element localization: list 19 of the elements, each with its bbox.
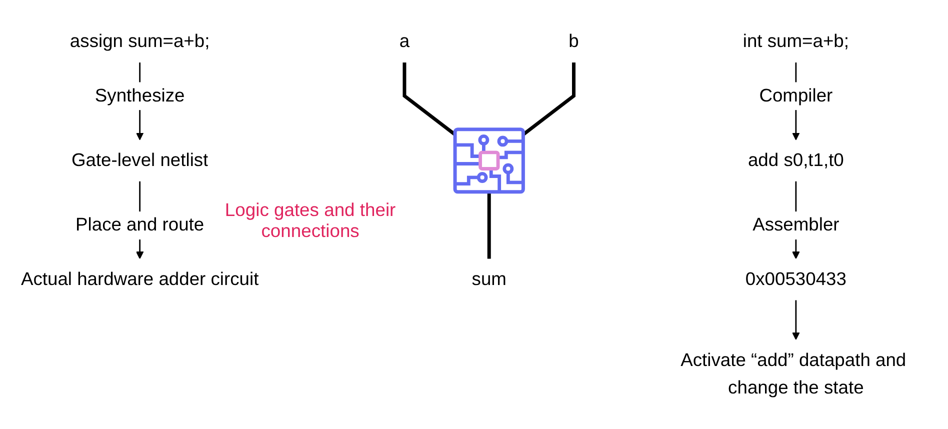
connector bbox=[402, 62, 456, 136]
node-text: Actual hardware adder circuit bbox=[20, 268, 259, 289]
node-text: 0x00530433 bbox=[745, 268, 846, 289]
connector bbox=[487, 192, 491, 258]
node-text: b bbox=[568, 31, 579, 52]
arrow bbox=[792, 300, 800, 340]
node-text: assign sum=a+b; bbox=[70, 31, 210, 52]
connector bbox=[522, 62, 576, 136]
edge-label: Synthesize bbox=[94, 85, 185, 106]
node-text: a bbox=[399, 31, 410, 52]
annotation-text: Logic gates and their connections bbox=[224, 198, 397, 242]
edge-label: Place and route bbox=[76, 214, 204, 235]
node-text: Gate-level netlist bbox=[71, 150, 208, 170]
edge-label: Assembler bbox=[752, 214, 840, 235]
edge-label: Compiler bbox=[759, 85, 833, 106]
node-text: int sum=a+b; bbox=[742, 31, 849, 52]
node-text: add s0,t1,t0 bbox=[748, 150, 844, 170]
node-text: sum bbox=[472, 268, 506, 289]
node-text: Activate “add” datapath and change the state bbox=[680, 350, 906, 398]
